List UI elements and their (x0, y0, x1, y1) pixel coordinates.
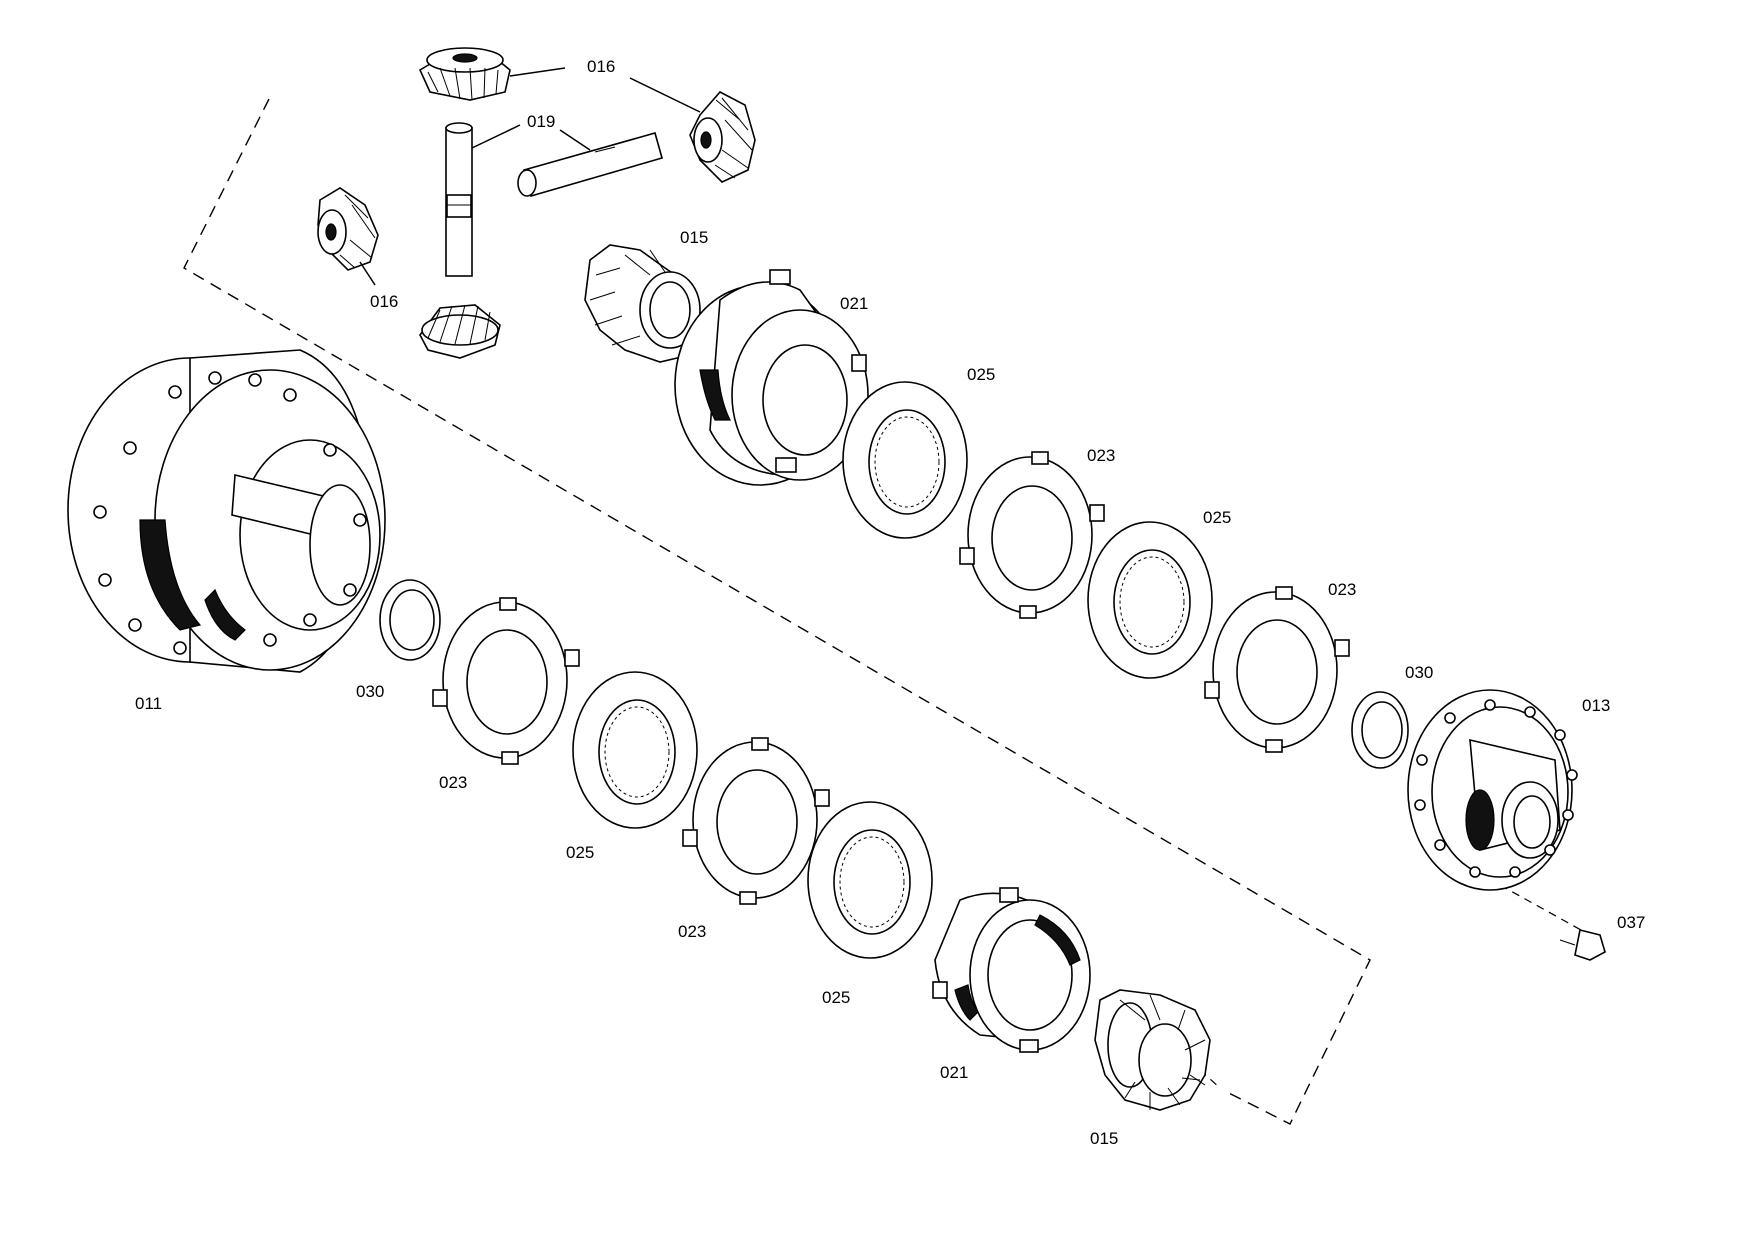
thrust-washer-030-right (1351, 691, 1409, 769)
steel-plate-023-d (682, 737, 830, 905)
label-023-d: 023 (678, 922, 706, 941)
bevel-gear-016-bottom (419, 304, 501, 359)
steel-plate-023-c (432, 597, 580, 765)
friction-disc-025-c (572, 671, 698, 829)
steel-plate-023-b (1204, 586, 1350, 753)
clutch-housing-021-bottom (932, 887, 1091, 1053)
bevel-gear-016-right (689, 90, 756, 183)
bolt-dashed-axis (1499, 884, 1591, 936)
label-019: 019 (527, 112, 555, 131)
label-015-top: 015 (680, 228, 708, 247)
label-023-a: 023 (1087, 446, 1115, 465)
label-025-b: 025 (1203, 508, 1231, 527)
steel-plate-023-a (959, 451, 1105, 619)
label-021-top: 021 (840, 294, 868, 313)
leader-019-a (471, 124, 521, 149)
label-023-c: 023 (439, 773, 467, 792)
label-030-left: 030 (356, 682, 384, 701)
bevel-gear-016-top (418, 47, 511, 101)
label-011: 011 (135, 694, 162, 713)
housing-011 (67, 349, 386, 673)
leader-016-right (629, 77, 701, 113)
bolt-037 (1559, 929, 1606, 961)
friction-disc-025-d (807, 801, 933, 959)
friction-disc-025-b (1087, 521, 1213, 679)
label-023-b: 023 (1328, 580, 1356, 599)
label-025-d: 025 (822, 988, 850, 1007)
label-021-bottom: 021 (940, 1063, 968, 1082)
label-025-a: 025 (967, 365, 995, 384)
label-030-right: 030 (1405, 663, 1433, 682)
side-gear-015-bottom (1094, 989, 1211, 1111)
label-025-c: 025 (566, 843, 594, 862)
cross-shaft-019-vertical (445, 122, 473, 277)
label-016-top: 016 (587, 57, 615, 76)
cross-shaft-019-horizontal (517, 132, 663, 197)
flange-013 (1407, 689, 1578, 891)
label-016-left: 016 (370, 292, 398, 311)
leader-016-left (359, 261, 376, 286)
assembly-dashed-frame (183, 98, 1371, 1125)
side-gear-015-top (584, 244, 701, 363)
bevel-gear-016-left (317, 187, 379, 271)
thrust-washer-030-left (379, 579, 441, 661)
leader-016-top (509, 67, 566, 77)
label-013: 013 (1582, 696, 1610, 715)
leader-019-b (559, 129, 591, 151)
clutch-housing-021-top (674, 269, 869, 486)
label-015-bottom: 015 (1090, 1129, 1118, 1148)
label-037: 037 (1617, 913, 1645, 932)
friction-disc-025-a (842, 381, 968, 539)
